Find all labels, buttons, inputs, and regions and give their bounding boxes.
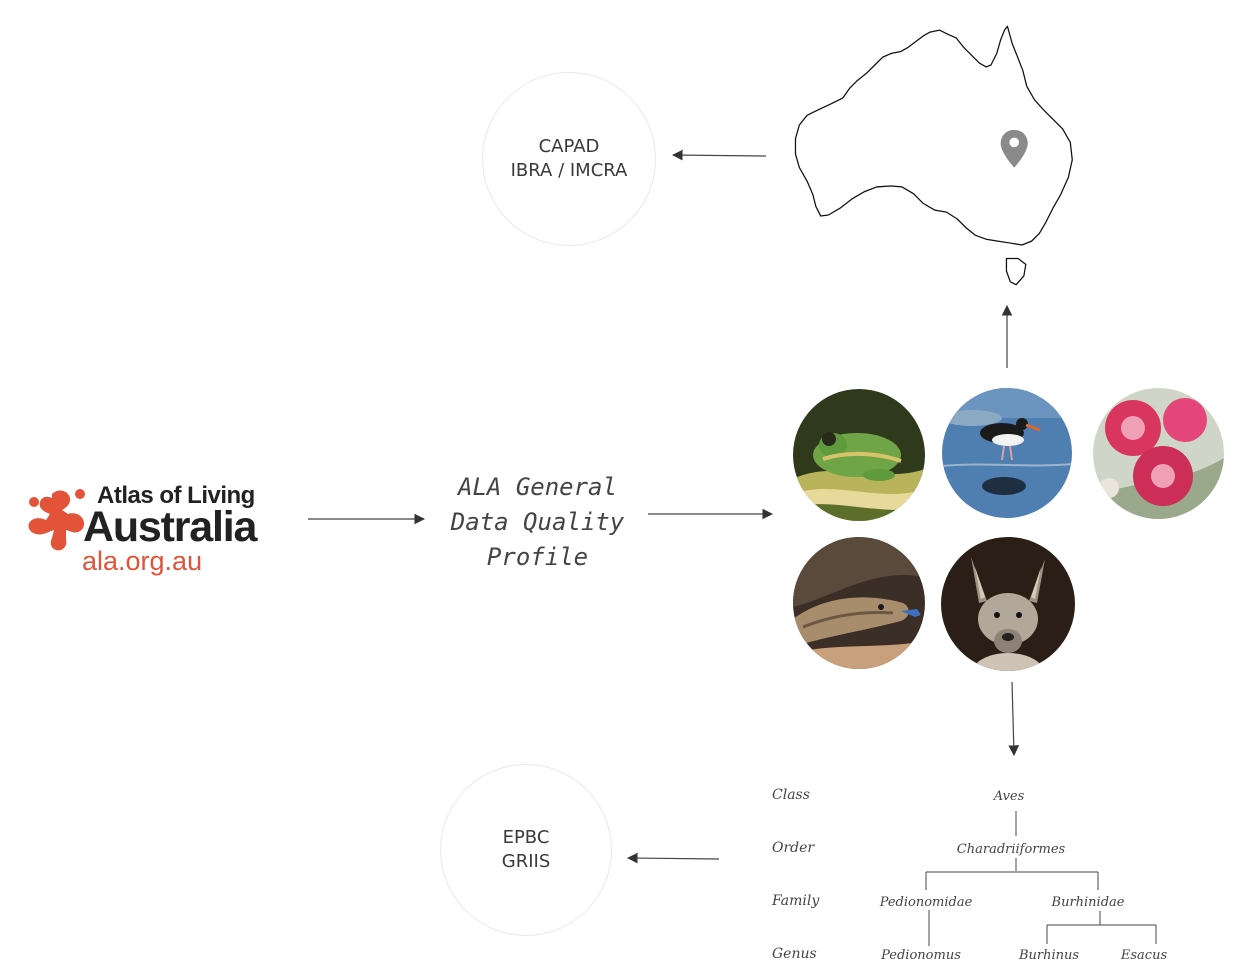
- arrow-map-to-spatial: [671, 149, 767, 161]
- spatial-layers-circle: CAPAD IBRA / IMCRA: [482, 72, 656, 246]
- list-griis: GRIIS: [501, 851, 551, 872]
- conservation-lists-circle: EPBC GRIIS: [440, 764, 612, 936]
- spatial-layer-ibra-imcra: IBRA / IMCRA: [510, 160, 628, 181]
- eucalyptus-flower-photo: [1093, 388, 1224, 519]
- taxon-class-aves: Aves: [993, 789, 1025, 804]
- kangaroo-photo: [941, 537, 1075, 671]
- profile-line-2: Data Quality: [450, 508, 625, 536]
- list-epbc: EPBC: [502, 827, 550, 848]
- taxon-genus-esacus: Esacus: [1120, 948, 1168, 963]
- data-quality-profile-label: ALA General Data Quality Profile: [430, 470, 645, 575]
- arrow-photos-to-taxonomy: [1008, 681, 1020, 757]
- profile-line-1: ALA General: [458, 473, 617, 501]
- logo-title-line2: Australia: [83, 503, 257, 551]
- taxon-genus-pedionomus: Pedionomus: [881, 948, 961, 963]
- map-pin-icon: [1000, 129, 1028, 168]
- rank-genus: Genus: [772, 946, 817, 962]
- australia-map: [794, 25, 1073, 286]
- tasmania-outline: [1005, 257, 1027, 286]
- taxon-family-burhinidae: Burhinidae: [1051, 895, 1125, 910]
- taxon-order-charadriiformes: Charadriiformes: [956, 842, 1066, 857]
- rank-family: Family: [772, 893, 820, 909]
- frog-photo: [793, 389, 925, 521]
- ala-logo-icon: [28, 489, 85, 551]
- arrow-taxonomy-to-lists: [626, 852, 720, 864]
- logo-url[interactable]: ala.org.au: [82, 546, 203, 576]
- taxon-family-pedionomidae: Pedionomidae: [879, 895, 973, 910]
- oystercatcher-photo: [942, 388, 1072, 518]
- blue-tongue-lizard-photo: [793, 537, 925, 669]
- rank-class: Class: [772, 787, 810, 803]
- logo-title-line1: Atlas of Living: [97, 482, 255, 509]
- spatial-layer-capad: CAPAD: [538, 136, 600, 157]
- rank-order: Order: [772, 840, 815, 856]
- mainland-outline: [794, 25, 1073, 246]
- profile-line-3: Profile: [486, 543, 589, 571]
- taxon-genus-burhinus: Burhinus: [1018, 948, 1080, 963]
- taxonomy-tree-lines: [925, 811, 1157, 946]
